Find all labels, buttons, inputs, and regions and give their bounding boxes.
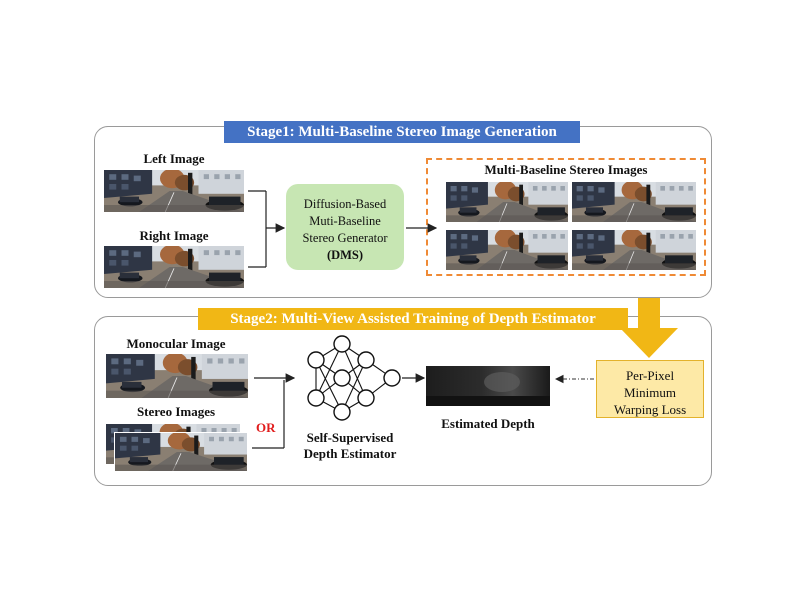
estimated-depth-label: Estimated Depth <box>441 416 535 431</box>
estimated-depth-map <box>426 366 550 406</box>
dms-line4: (DMS) <box>326 248 364 262</box>
stereo-image-front <box>114 432 248 472</box>
dms-line1: Diffusion-Based <box>303 197 387 211</box>
down-arrow-icon <box>620 298 678 358</box>
neural-network-icon <box>307 335 401 421</box>
or-label: OR <box>256 420 276 435</box>
stage1-banner: Stage1: Multi-Baseline Stereo Image Gene… <box>224 121 580 143</box>
right-image-label: Right Image <box>139 228 209 243</box>
stereo-images-label: Stereo Images <box>136 404 216 419</box>
loss-line3: Warping Loss <box>613 402 687 417</box>
warping-loss-box: Per-Pixel Minimum Warping Loss <box>596 360 704 418</box>
left-image-label: Left Image <box>143 151 205 166</box>
loss-line2: Minimum <box>623 385 676 400</box>
monocular-image-label: Monocular Image <box>126 336 226 351</box>
loss-line1: Per-Pixel <box>625 368 675 383</box>
stage2-input-connector <box>252 373 296 449</box>
stage2-banner: Stage2: Multi-View Assisted Training of … <box>198 308 628 330</box>
estimator-label-line2: Depth Estimator <box>303 446 397 461</box>
dms-line3: Stereo Generator <box>302 231 388 245</box>
multi-baseline-dashed-box <box>426 158 706 276</box>
estimator-label-line1: Self-Supervised <box>306 430 394 445</box>
stage1-merge-connector <box>248 190 286 268</box>
dms-generator-box: Diffusion-Based Muti-Baseline Stereo Gen… <box>286 184 404 270</box>
multi-baseline-title: Multi-Baseline Stereo Images <box>484 162 648 177</box>
dms-line2: Muti-Baseline <box>309 214 381 228</box>
